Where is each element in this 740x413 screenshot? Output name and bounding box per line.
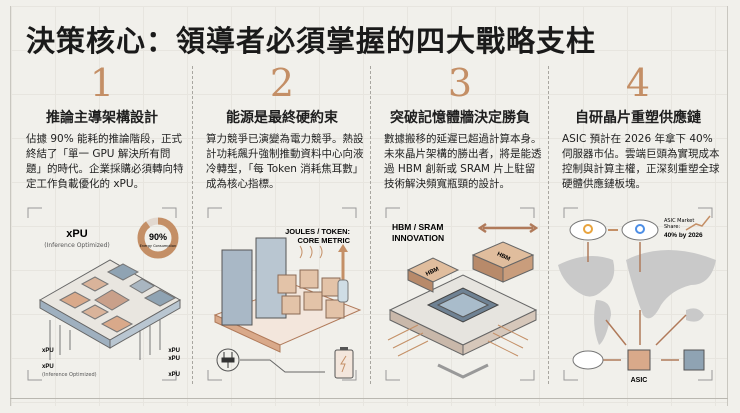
- market-label: ASIC Market: [664, 218, 694, 224]
- metric-label: CORE METRIC: [298, 236, 351, 245]
- chip-label: xPU: [66, 228, 87, 240]
- pillar-3: 3 突破記憶體牆決定勝負 數據搬移的延遲已超過計算本身。未來晶片架構的勝出者，將…: [372, 62, 548, 392]
- infographic-frame: [10, 6, 728, 406]
- divider: [370, 66, 371, 384]
- pillar-heading: 自研晶片重塑供應鏈: [575, 110, 701, 126]
- battery-icon: [334, 347, 354, 379]
- metric-label: JOULES / TOKEN:: [285, 227, 350, 236]
- pillar-body: ASIC 預計在 2026 年拿下 40% 伺服器市佔。雲端巨頭為實現成本控制與…: [562, 133, 720, 190]
- pillar-number: 1: [89, 61, 115, 105]
- server-stack-icon: [683, 349, 705, 371]
- divider: [548, 66, 549, 384]
- divider: [192, 66, 193, 384]
- donut-label: Energy Consumption: [140, 244, 177, 248]
- cloud-icon: [569, 219, 607, 241]
- world-map: [558, 250, 716, 345]
- donut-energy-share: [137, 217, 179, 259]
- innovation-label: HBM / SRAM: [392, 222, 443, 232]
- donut-value: 90%: [149, 232, 167, 242]
- pin-label: xPU: [42, 364, 54, 370]
- xpu-chip-illustration: xPU (Inference Optimized) 90% Energy Con…: [20, 200, 184, 386]
- hbm-chip-illustration: HBM / SRAM INNOVATION HBM HBM: [378, 200, 542, 386]
- liquid-cooling-illustration: JOULES / TOKEN: CORE METRIC: [200, 200, 364, 386]
- pin-label: xPU: [168, 356, 180, 362]
- asic-label: ASIC: [631, 377, 648, 384]
- chip-sublabel: (Inference Optimized): [44, 242, 110, 249]
- bidirectional-arrow-icon: [477, 222, 539, 234]
- pillar-body: 數據搬移的延遲已超過計算本身。未來晶片架構的勝出者，將是能透過 HBM 創新或 …: [384, 133, 542, 190]
- market-label: Share:: [664, 224, 680, 230]
- trend-arrow-icon: [685, 215, 711, 231]
- pin-sublabel: (Inference Optimized): [42, 372, 97, 378]
- pillar-heading: 推論主導架構設計: [46, 110, 158, 126]
- svg-text:HBM: HBM: [425, 266, 440, 277]
- pin-label: xPU: [168, 348, 180, 354]
- svg-text:HBM: HBM: [496, 251, 511, 262]
- plug-icon: [216, 348, 240, 372]
- pillar-2: 2 能源是最終硬約束 算力競爭已演變為電力競爭。熱設計功耗飆升強制推動資料中心向…: [194, 62, 370, 392]
- cloud-icon: [621, 219, 659, 241]
- pillar-body: 算力競爭已演變為電力競爭。熱設計功耗飆升強制推動資料中心向液冷轉型，「每 Tok…: [206, 133, 364, 190]
- pillar-number: 4: [625, 61, 651, 105]
- market-value: 40% by 2026: [664, 232, 703, 239]
- pin-label: xPU: [168, 372, 180, 378]
- pillar-number: 2: [269, 61, 295, 105]
- hbm-stack: HBM: [471, 241, 535, 283]
- cloud-gear-icon: [572, 350, 604, 370]
- bottom-rule: [10, 398, 728, 399]
- innovation-label: INNOVATION: [392, 233, 444, 243]
- hbm-stack: HBM: [406, 257, 460, 293]
- pillar-heading: 突破記憶體牆決定勝負: [390, 110, 530, 126]
- pillar-number: 3: [447, 61, 473, 105]
- pillar-1: 1 推論主導架構設計 佔據 90% 能耗的推論階段，正式終結了「單一 GPU 解…: [14, 62, 190, 392]
- pillar-heading: 能源是最終硬約束: [226, 110, 338, 126]
- asic-chip-icon: [627, 349, 651, 371]
- pillar-body: 佔據 90% 能耗的推論階段，正式終結了「單一 GPU 解決所有問題」的時代。企…: [26, 133, 184, 190]
- supply-chain-map-illustration: ASIC Market Share: 40% by 2026 ASIC: [556, 200, 720, 386]
- page-title: 決策核心：領導者必須掌握的四大戰略支柱: [26, 24, 597, 58]
- pillar-4: 4 自研晶片重塑供應鏈 ASIC 預計在 2026 年拿下 40% 伺服器市佔。…: [550, 62, 726, 392]
- pin-label: xPU: [42, 348, 54, 354]
